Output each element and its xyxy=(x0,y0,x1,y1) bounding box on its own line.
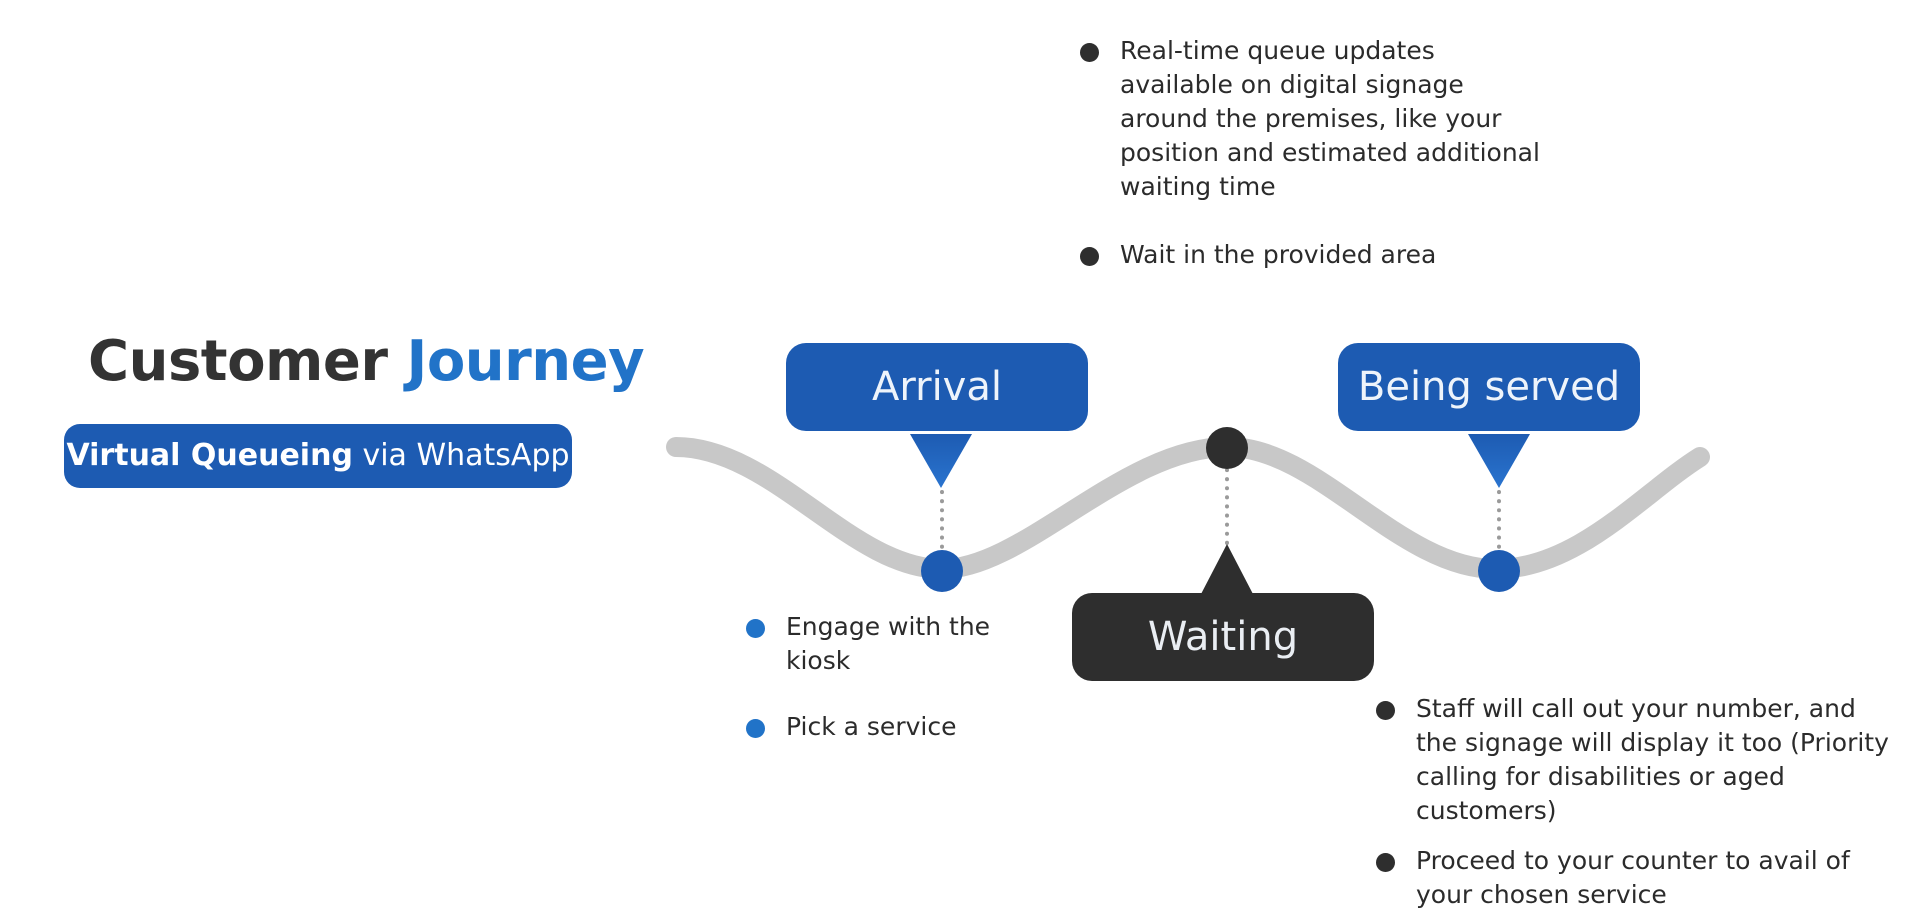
list-item: Real-time queue updates available on dig… xyxy=(1080,34,1540,204)
bullet-dot xyxy=(1376,701,1395,720)
bullet-dot xyxy=(1080,43,1099,62)
arrival-pointer xyxy=(910,434,972,488)
title-part-1: Customer xyxy=(88,329,388,394)
stage-waiting: Waiting xyxy=(1072,593,1374,681)
waiting-bullet-2: Wait in the provided area xyxy=(1120,240,1437,269)
list-item: Pick a service xyxy=(746,710,1056,744)
list-item: Engage with the kiosk xyxy=(746,610,1056,678)
waiting-marker xyxy=(1206,427,1248,469)
waiting-pointer xyxy=(1200,544,1254,596)
arrival-marker xyxy=(921,550,963,592)
arrival-bullets: Engage with the kiosk Pick a service xyxy=(746,610,1056,744)
arrival-bullet-1: Engage with the kiosk xyxy=(786,612,991,675)
waiting-bullets: Real-time queue updates available on dig… xyxy=(1080,34,1540,272)
bullet-dot xyxy=(746,719,765,738)
subtitle-bold: Virtual Queueing xyxy=(66,438,353,473)
stage-being-served: Being served xyxy=(1338,343,1640,431)
served-marker xyxy=(1478,550,1520,592)
stage-arrival: Arrival xyxy=(786,343,1088,431)
arrival-bullet-2: Pick a service xyxy=(786,712,957,741)
subtitle-pill: Virtual Queueing via WhatsApp xyxy=(64,424,572,488)
title-part-2: Journey xyxy=(406,329,645,394)
list-item: Proceed to your counter to avail of your… xyxy=(1376,844,1896,912)
list-item: Staff will call out your number, and the… xyxy=(1376,692,1896,828)
wave-path xyxy=(666,436,1710,580)
bullet-dot xyxy=(1080,247,1099,266)
bullet-dot xyxy=(1376,853,1395,872)
page-title: Customer Journey xyxy=(88,334,645,390)
served-pointer xyxy=(1468,434,1530,488)
bullet-dot xyxy=(746,619,765,638)
served-bullets: Staff will call out your number, and the… xyxy=(1376,692,1896,912)
list-item: Wait in the provided area xyxy=(1080,238,1540,272)
waiting-bullet-1: Real-time queue updates available on dig… xyxy=(1120,36,1540,201)
served-bullet-1: Staff will call out your number, and the… xyxy=(1416,694,1889,825)
subtitle-light: via WhatsApp xyxy=(362,438,570,473)
served-bullet-2: Proceed to your counter to avail of your… xyxy=(1416,846,1850,909)
